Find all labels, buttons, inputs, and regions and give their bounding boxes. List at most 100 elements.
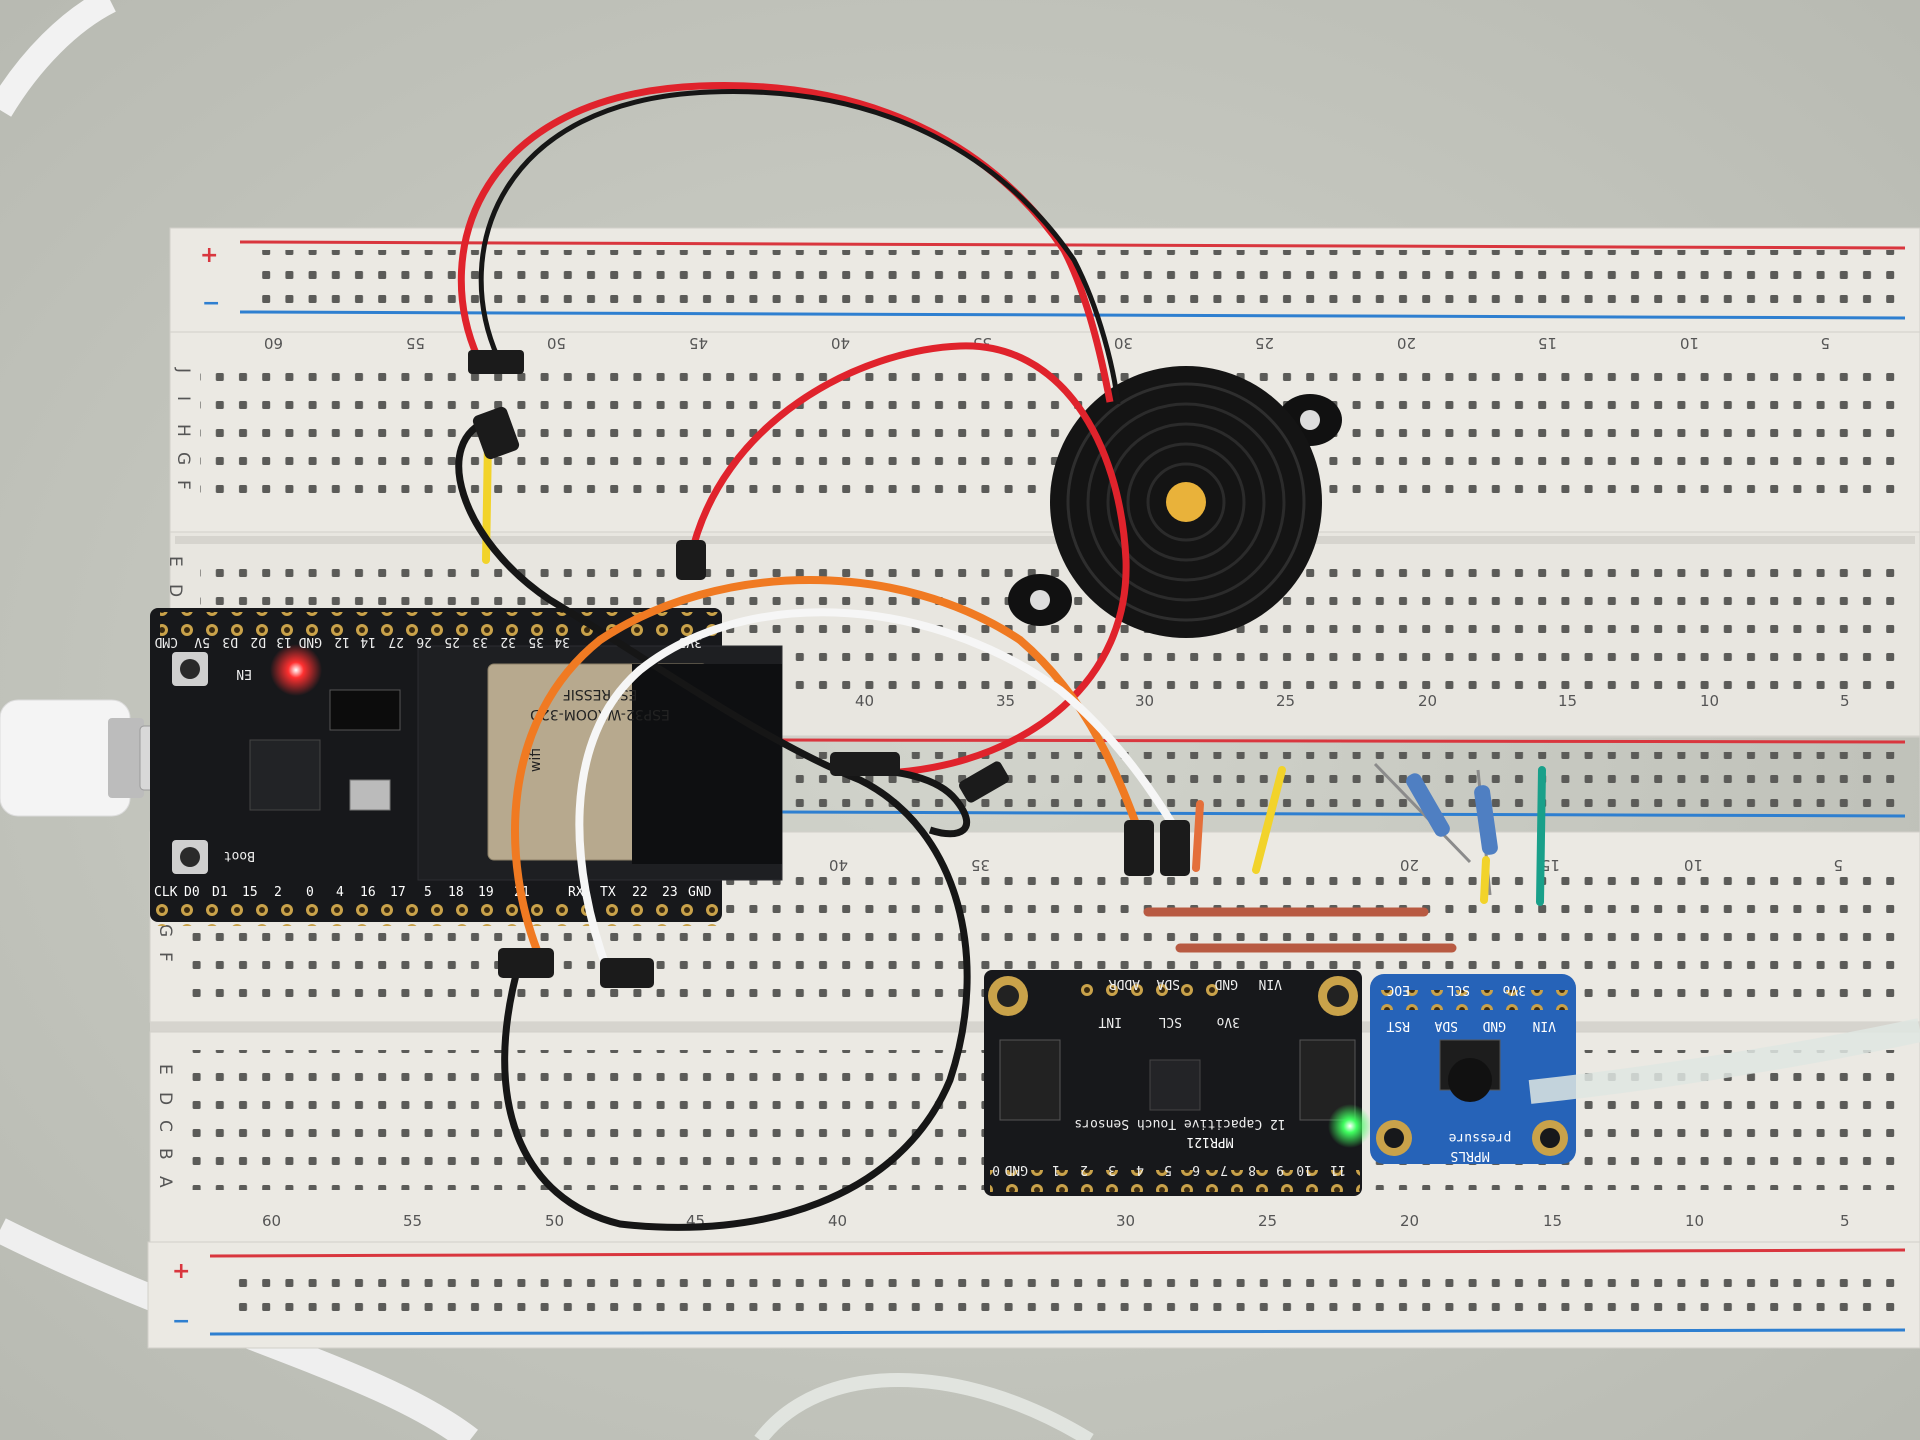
rail-minus-bottom: − xyxy=(172,1309,190,1334)
svg-text:D: D xyxy=(165,584,185,597)
svg-text:2: 2 xyxy=(274,885,282,900)
svg-text:26: 26 xyxy=(416,634,432,649)
svg-text:EOC: EOC xyxy=(1387,982,1410,997)
svg-text:GND: GND xyxy=(1004,1162,1028,1177)
svg-text:D: D xyxy=(155,1092,175,1105)
svg-text:15: 15 xyxy=(1558,692,1577,710)
svg-text:3Vo: 3Vo xyxy=(1503,982,1526,997)
wire-red-middle xyxy=(686,342,1130,776)
svg-text:15: 15 xyxy=(1543,1212,1562,1230)
svg-text:J: J xyxy=(173,367,193,373)
svg-text:0: 0 xyxy=(992,1162,1000,1177)
svg-text:55: 55 xyxy=(406,334,425,352)
buzzer-icon xyxy=(1008,366,1342,638)
module-badge: wifi xyxy=(528,748,544,772)
svg-text:0: 0 xyxy=(306,885,314,900)
mpr121-subtitle: 12 Capacitive Touch Sensors xyxy=(1074,1116,1285,1131)
svg-text:32: 32 xyxy=(500,634,516,649)
svg-text:E: E xyxy=(155,1064,175,1075)
svg-text:D0: D0 xyxy=(184,885,200,900)
svg-text:14: 14 xyxy=(360,634,376,649)
svg-text:B: B xyxy=(155,1148,175,1160)
table-cable-top-left xyxy=(0,0,117,117)
svg-text:10: 10 xyxy=(1685,1212,1704,1230)
svg-text:6: 6 xyxy=(1192,1162,1200,1177)
wire-black-middle xyxy=(455,416,971,1231)
svg-text:25: 25 xyxy=(444,634,460,649)
svg-text:VIN: VIN xyxy=(1259,976,1282,991)
svg-text:30: 30 xyxy=(1114,334,1133,352)
wire-black-top xyxy=(478,89,1121,405)
svg-text:18: 18 xyxy=(448,885,464,900)
svg-text:10: 10 xyxy=(1700,692,1719,710)
svg-text:D3: D3 xyxy=(222,634,238,649)
svg-text:5: 5 xyxy=(1840,1212,1850,1230)
svg-text:23: 23 xyxy=(662,885,678,900)
svg-text:G: G xyxy=(155,924,175,937)
esp32-bottom-pin-labels: CLK D0 D1 15 2 0 4 16 17 5 18 19 21 RX T… xyxy=(154,885,712,900)
svg-text:5: 5 xyxy=(1164,1162,1172,1177)
svg-text:40: 40 xyxy=(855,692,874,710)
svg-text:C: C xyxy=(155,1120,175,1132)
esp32-power-led xyxy=(270,644,322,696)
svg-text:20: 20 xyxy=(1418,692,1437,710)
svg-text:60: 60 xyxy=(262,1212,281,1230)
svg-text:17: 17 xyxy=(390,885,406,900)
svg-text:25: 25 xyxy=(1258,1212,1277,1230)
mprls-title: MPRLS xyxy=(1450,1148,1489,1163)
en-label: EN xyxy=(236,666,252,681)
svg-text:11: 11 xyxy=(1330,1162,1346,1177)
svg-text:3Vo: 3Vo xyxy=(1217,1014,1240,1029)
svg-text:22: 22 xyxy=(632,885,648,900)
svg-text:9: 9 xyxy=(1276,1162,1284,1177)
column-numbers-lower: 40 35 20 15 10 5 xyxy=(829,856,1843,874)
svg-text:5V: 5V xyxy=(194,634,210,649)
svg-text:SDA: SDA xyxy=(1434,1018,1458,1033)
svg-text:15: 15 xyxy=(1541,856,1560,874)
svg-text:VIN: VIN xyxy=(1533,1018,1556,1033)
svg-text:50: 50 xyxy=(545,1212,564,1230)
mprls-board: EOC SCL 3Vo RST SDA GND VIN MPRLS pressu… xyxy=(1370,974,1576,1164)
svg-text:30: 30 xyxy=(1116,1212,1135,1230)
mpr121-bottom-pin-labels: 0 GND 1 2 3 4 5 6 7 8 9 10 11 xyxy=(992,1162,1346,1177)
svg-text:40: 40 xyxy=(831,334,850,352)
svg-text:H: H xyxy=(173,424,193,437)
svg-text:1: 1 xyxy=(1052,1162,1060,1177)
mprls-subtitle: pressure xyxy=(1449,1130,1512,1145)
svg-text:5: 5 xyxy=(1820,334,1830,352)
svg-text:8: 8 xyxy=(1248,1162,1256,1177)
svg-text:GND: GND xyxy=(1214,976,1238,991)
svg-text:G: G xyxy=(173,452,193,465)
svg-text:SCL: SCL xyxy=(1446,982,1470,997)
svg-text:4: 4 xyxy=(1136,1162,1144,1177)
svg-text:GND: GND xyxy=(1482,1018,1506,1033)
svg-text:20: 20 xyxy=(1400,856,1419,874)
rail-minus-top: − xyxy=(202,291,220,316)
svg-text:SCL: SCL xyxy=(1158,1014,1182,1029)
boot-label: Boot xyxy=(224,848,255,863)
svg-text:20: 20 xyxy=(1400,1212,1419,1230)
svg-text:I: I xyxy=(173,396,193,401)
svg-text:15: 15 xyxy=(1538,334,1557,352)
led-icon xyxy=(1328,1104,1372,1148)
svg-text:F: F xyxy=(155,952,175,962)
svg-text:10: 10 xyxy=(1296,1162,1312,1177)
tube-bottom xyxy=(754,1373,1094,1440)
rail-plus-bottom: + xyxy=(172,1259,190,1284)
svg-text:12: 12 xyxy=(334,634,350,649)
svg-text:35: 35 xyxy=(996,692,1015,710)
svg-text:16: 16 xyxy=(360,885,376,900)
svg-text:ADDR: ADDR xyxy=(1109,976,1140,991)
svg-text:30: 30 xyxy=(1135,692,1154,710)
svg-text:5: 5 xyxy=(1840,692,1850,710)
svg-text:55: 55 xyxy=(403,1212,422,1230)
svg-text:GND: GND xyxy=(688,885,712,900)
svg-text:40: 40 xyxy=(828,1212,847,1230)
svg-text:GND: GND xyxy=(298,634,322,649)
svg-text:60: 60 xyxy=(264,334,283,352)
rail-plus-top: + xyxy=(200,243,218,268)
svg-text:33: 33 xyxy=(472,634,488,649)
svg-text:7: 7 xyxy=(1220,1162,1228,1177)
svg-text:2: 2 xyxy=(1080,1162,1088,1177)
